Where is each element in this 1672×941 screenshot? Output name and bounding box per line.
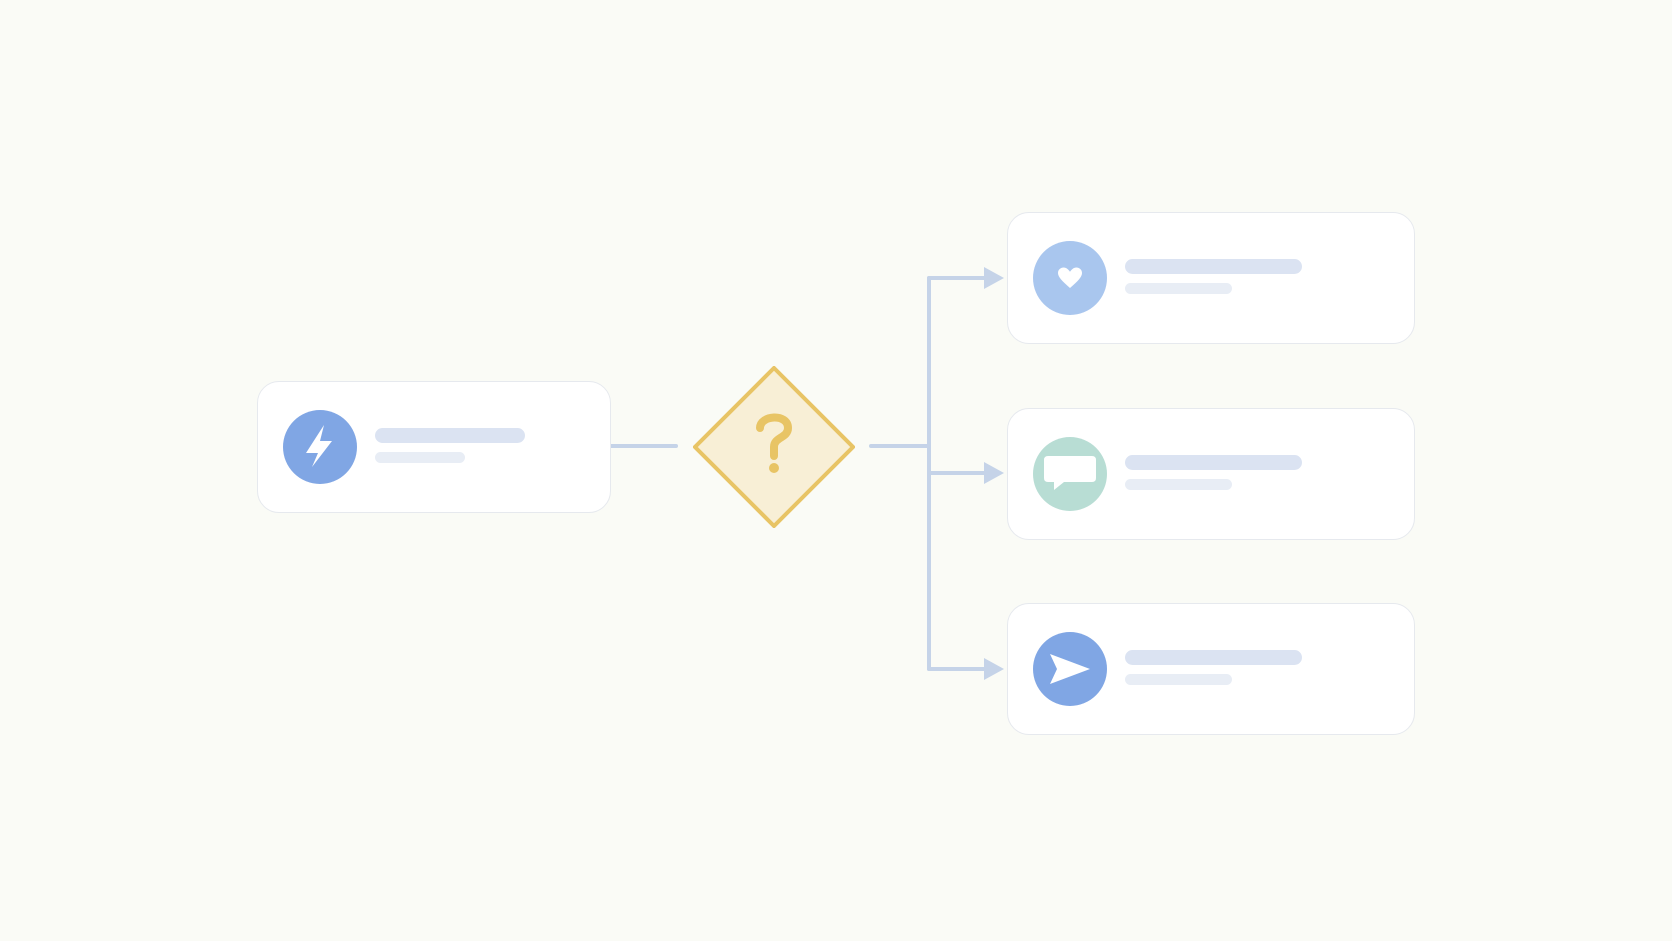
heart-icon (1033, 241, 1107, 315)
decision-node[interactable] (692, 365, 856, 529)
branch-node-2[interactable] (1007, 408, 1415, 540)
branch-2-title-placeholder (1125, 455, 1302, 470)
arrowhead-branch-1 (984, 267, 1004, 289)
trigger-title-placeholder (375, 428, 525, 443)
send-icon (1033, 632, 1107, 706)
arrowhead-branch-3 (984, 658, 1004, 680)
branch-1-subtitle-placeholder (1125, 283, 1232, 294)
arrowhead-branch-2 (984, 462, 1004, 484)
chat-bubble-icon (1033, 437, 1107, 511)
branch-2-subtitle-placeholder (1125, 479, 1232, 490)
branch-3-title-placeholder (1125, 650, 1302, 665)
branch-1-title-placeholder (1125, 259, 1302, 274)
trigger-node[interactable] (257, 381, 611, 513)
branch-node-1[interactable] (1007, 212, 1415, 344)
branch-3-subtitle-placeholder (1125, 674, 1232, 685)
lightning-icon (283, 410, 357, 484)
branch-node-3[interactable] (1007, 603, 1415, 735)
trigger-subtitle-placeholder (375, 452, 465, 463)
question-mark-icon (756, 413, 793, 473)
